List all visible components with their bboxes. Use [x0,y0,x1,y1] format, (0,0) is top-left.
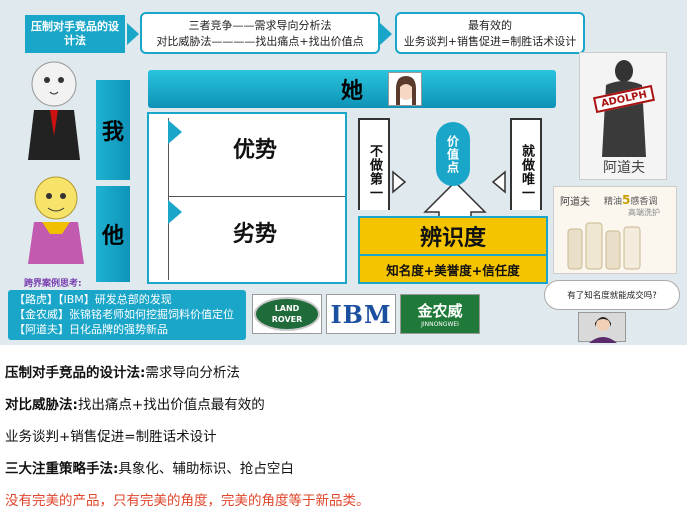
she-label: 她 [340,79,363,104]
me-tab: 我 [96,80,130,180]
presenter-icon [589,317,617,343]
he-tab: 他 [96,186,130,282]
text-line-2: 对比威胁法:找出痛点+找出价值点最有效的 [5,393,265,413]
value-point-text: 价值点 [445,134,460,174]
case-2: 【金农威】张锦铭老师如何挖掘饲料价值定位 [14,308,234,321]
text-line-3: 业务谈判+销售促进=制胜话术设计 [5,425,217,445]
me-character-icon [28,61,80,160]
converge-arrows-icon [392,170,506,222]
result-line-1: 最有效的 [468,19,512,32]
matrix-divider [168,196,345,197]
cases-box: 【路虎】【IBM】研发总部的发现 【金农威】张锦铭老师如何挖掘饲料价值定位 【阿… [8,290,246,340]
closing-line: 没有完美的产品，只有完美的角度，完美的角度等于新品类。 [5,493,370,509]
not-first-box [358,118,390,210]
advantage-arrow-icon [168,120,182,144]
fame-formula-text: 知名度+美誉度+信任度 [386,262,520,278]
jinnongwei-text: 金农威 [417,302,463,320]
me-label: 我 [101,120,124,145]
value-point-pill: 价值点 [436,122,470,186]
presenter-photo [578,312,626,343]
text-line-2-label: 对比威胁法: [5,397,78,413]
jinnongwei-en: JINNONGWEI [421,321,459,328]
only-one-box [510,118,542,210]
she-avatar [388,72,422,106]
result-line-2: 业务谈判+销售促进=制胜话术设计 [403,35,577,48]
case-3: 【阿道夫】日化品牌的强势新品 [14,323,168,336]
adolph-poster: ADOLPH 阿道夫 [579,52,667,180]
cross-case-heading: 跨界案例思考: [24,279,82,289]
text-line-1-label: 压制对手竞品的设计法: [5,365,146,381]
not-first-text: 不做第一 [367,144,382,200]
product-sub: 高端洗护 [628,208,660,217]
disadvantage-arrow-icon [168,200,182,224]
ibm-logo: IBM [326,294,396,334]
speech-bubble-text: 有了知名度就能成交吗? [567,291,657,301]
text-line-2-value: 找出痛点+找出价值点最有效的 [77,397,265,413]
product-title: 精油5感香调 [604,193,657,207]
landrover-logo: LAND ROVER [252,294,322,334]
method-line-1: 三者竞争——需求导向分析法 [188,19,332,32]
recognition-box: 辨识度 [358,216,548,256]
text-line-1: 压制对手竞品的设计法:需求导向分析法 [5,361,240,381]
landrover-oval: LAND ROVER [254,297,320,331]
result-box: 最有效的 业务谈判+销售促进=制胜话术设计 [395,12,585,54]
method-line-2: 对比威胁法————找出痛点+找出价值点 [156,35,364,48]
speech-bubble: 有了知名度就能成交吗? [544,280,680,310]
product-line-1: 精油 [604,197,623,207]
only-one-text: 就做唯一 [519,144,534,200]
recognition-text: 辨识度 [419,226,486,251]
text-line-1-value: 需求导向分析法 [145,365,240,381]
adolph-brand-text: 阿道夫 [603,160,645,176]
woman-face-icon [396,76,416,105]
method-arrow-icon [380,23,392,45]
she-bar: 她 [148,70,556,108]
jinnongwei-logo: 金农威 JINNONGWEI [400,294,480,334]
matrix-divider-v [168,118,169,280]
product-brand: 阿道夫 [560,197,590,208]
he-label: 他 [101,224,124,249]
product-num: 5 [622,193,631,207]
product-ad: 阿道夫 精油5感香调 高端洗护 [553,186,677,274]
text-line-4: 三大注重策略手法:具象化、辅助标识、抢占空白 [5,457,294,477]
product-line-2: 感香调 [630,197,658,207]
title-box: 压制对手竞品的设计法 [25,15,125,53]
text-line-4-label: 三大注重策略手法: [5,461,119,477]
method-box: 三者竞争——需求导向分析法 对比威胁法————找出痛点+找出价值点 [140,12,380,54]
ibm-text: IBM [330,299,392,329]
text-line-3-value: 业务谈判+销售促进=制胜话术设计 [5,429,217,445]
bottles-icon [567,222,641,270]
text-line-4-value: 具象化、辅助标识、抢占空白 [118,461,294,477]
fame-formula-box: 知名度+美誉度+信任度 [358,256,548,284]
advantage-cell: 优势 [232,138,277,163]
landrover-word-1: LAND [274,304,300,313]
title-arrow-icon [127,23,139,45]
landrover-word-2: ROVER [271,315,303,324]
disadvantage-cell: 劣势 [232,222,277,247]
case-1: 【路虎】【IBM】研发总部的发现 [14,293,172,306]
he-character-icon [28,176,84,264]
